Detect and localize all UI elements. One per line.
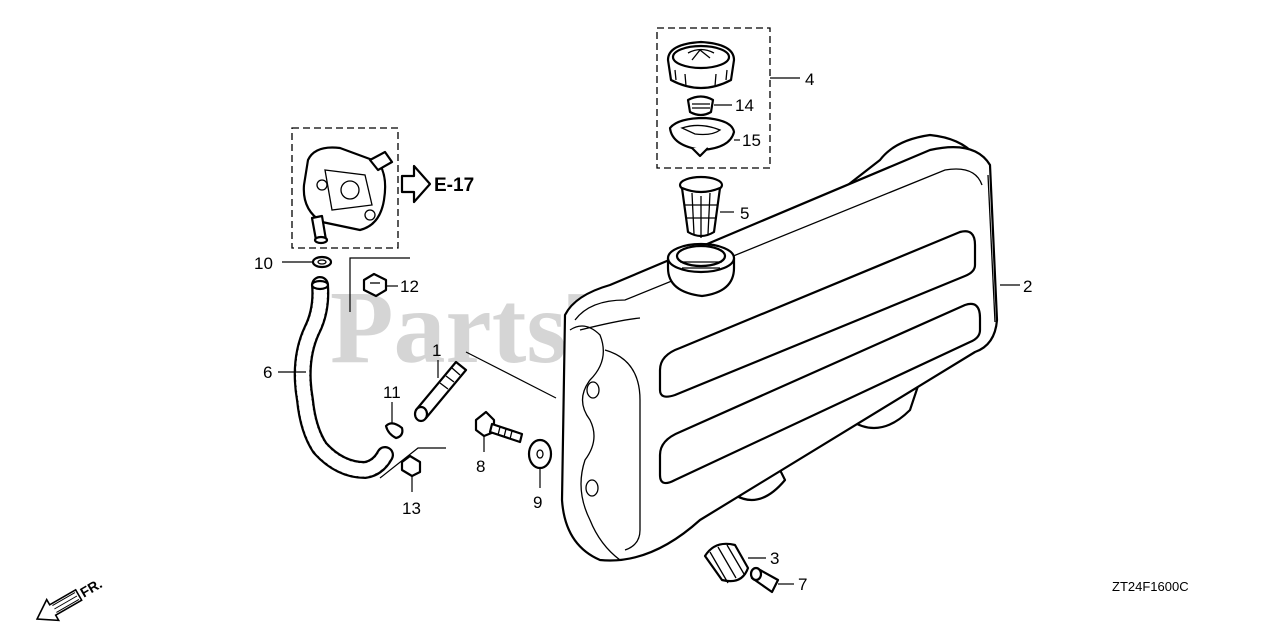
fuel-tank[interactable]: [560, 133, 999, 562]
callout-15: 15: [742, 131, 761, 150]
fuel-cap-assembly[interactable]: [656, 27, 771, 169]
joint-7[interactable]: [749, 566, 780, 594]
clamp-13[interactable]: [400, 454, 422, 478]
callout-9: 9: [533, 493, 542, 512]
callout-11: 11: [383, 383, 401, 402]
callout-7: 7: [798, 575, 807, 594]
clip-10[interactable]: [311, 255, 333, 269]
fuel-hose[interactable]: [293, 276, 394, 480]
callout-12: 12: [400, 277, 419, 296]
callout-5: 5: [740, 204, 749, 223]
reference-arrow-e17[interactable]: E-17: [400, 164, 474, 204]
callout-13: 13: [402, 499, 421, 518]
callout-3: 3: [770, 549, 779, 568]
washer-9[interactable]: [527, 438, 553, 470]
fuel-joint-1[interactable]: [413, 351, 557, 423]
fuel-filter-screen[interactable]: [678, 175, 724, 238]
grommet-3[interactable]: [703, 542, 750, 584]
callout-8: 8: [476, 457, 485, 476]
front-direction-arrow: FR.: [35, 575, 105, 622]
clamp-12[interactable]: [362, 272, 388, 298]
callout-2: 2: [1023, 277, 1032, 296]
callout-1: 1: [432, 341, 441, 360]
callout-4: 4: [805, 70, 814, 89]
direction-label: FR.: [77, 575, 105, 600]
reference-label: E-17: [434, 175, 474, 196]
bolt-8[interactable]: [474, 410, 524, 444]
drawing-code: ZT24F1600C: [1112, 579, 1189, 594]
clip-11[interactable]: [384, 422, 404, 440]
fuel-pump[interactable]: [291, 127, 399, 249]
callout-14: 14: [735, 96, 754, 115]
callout-6: 6: [263, 363, 272, 382]
callout-10: 10: [254, 254, 273, 273]
